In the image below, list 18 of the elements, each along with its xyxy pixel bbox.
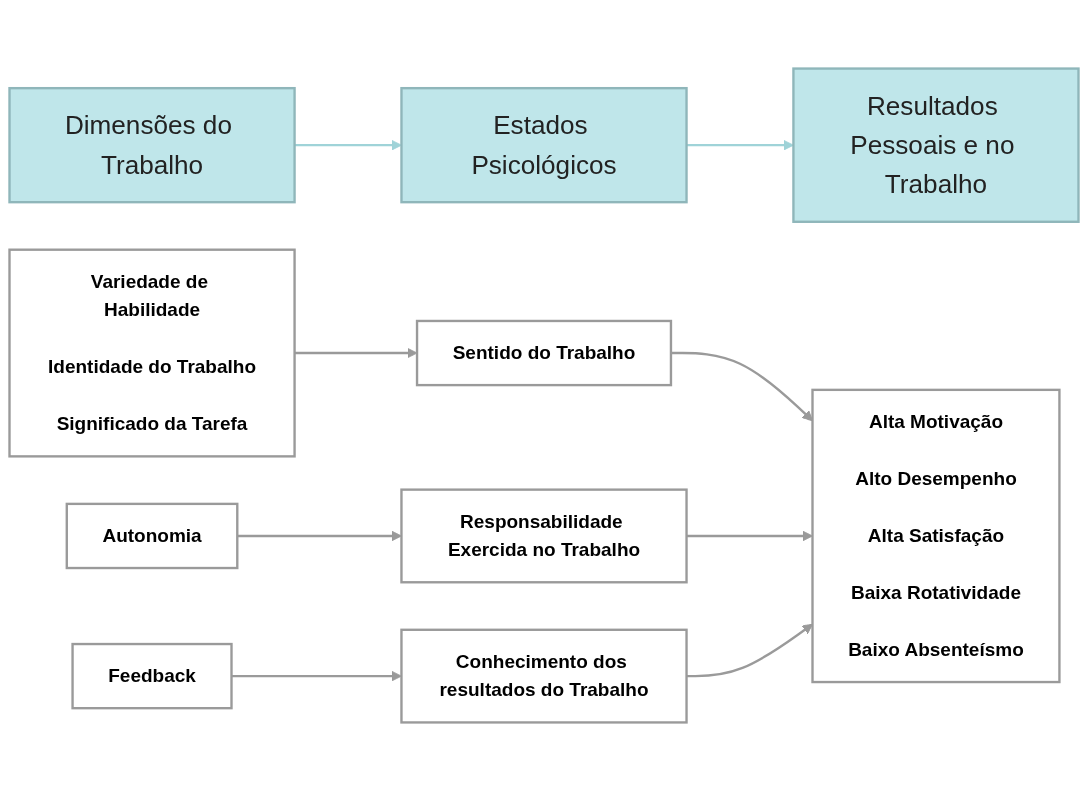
- arrow: [686, 623, 813, 678]
- arrow: [237, 530, 402, 542]
- node-box: Sentido do Trabalho: [415, 319, 673, 387]
- arrow: [294, 347, 418, 359]
- node-box: Resultados Pessoais e no Trabalho: [792, 67, 1080, 223]
- node-box: Variedade de Habilidade Identidade do Trabalho Significado da Tarefa: [8, 248, 296, 458]
- node-box: Dimensões do Trabalho: [8, 86, 296, 204]
- node-box: Conhecimento dos resultados do Trabalho: [400, 628, 688, 724]
- arrow: [686, 530, 813, 542]
- arrow: [670, 351, 813, 422]
- node-box: Responsabilidade Exercida no Trabalho: [400, 488, 688, 584]
- node-box: Feedback: [71, 642, 233, 710]
- node-box: Alta Motivação Alto Desempenho Alta Satisfação Baixa Rotatividade Baixo Absenteísmo: [811, 388, 1061, 684]
- node-box: Estados Psicológicos: [400, 86, 688, 204]
- arrow: [294, 139, 402, 151]
- arrow: [231, 670, 402, 682]
- arrow: [686, 139, 794, 151]
- node-box: Autonomia: [65, 502, 239, 570]
